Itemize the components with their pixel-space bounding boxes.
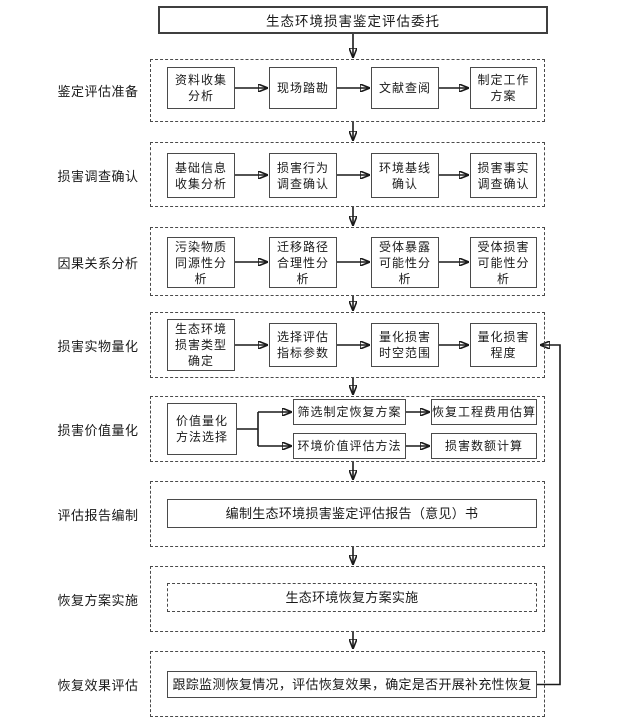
stage5-box-env-value-method: 环境价值评估方法 <box>293 433 406 459</box>
stage3-container <box>150 227 545 296</box>
stage1-box-work-plan: 制定工作 方案 <box>470 67 537 109</box>
stage2-box-basic-info: 基础信息 收集分析 <box>167 153 235 198</box>
stage5-box-restoration-cost: 恢复工程费用估算 <box>431 399 537 425</box>
stage5-box-restoration-plan: 筛选制定恢复方案 <box>293 399 406 425</box>
stage2-container <box>150 142 545 207</box>
stage3-label: 因果关系分析 <box>57 255 139 271</box>
stage1-label: 鉴定评估准备 <box>57 83 139 99</box>
stage2-box-baseline-confirm: 环境基线 确认 <box>371 153 439 198</box>
stage6-box-report-compilation: 编制生态环境损害鉴定评估报告（意见）书 <box>167 499 537 528</box>
stage4-box-quantify-scope: 量化损害 时空范围 <box>371 323 439 367</box>
stage7-container <box>150 566 545 632</box>
stage4-box-select-indicators: 选择评估 指标参数 <box>269 323 337 367</box>
commission-box-label: 生态环境损害鉴定评估委托 <box>266 14 440 29</box>
stage3-box-receptor-damage: 受体损害 可能性分 析 <box>470 237 537 288</box>
commission-box: 生态环境损害鉴定评估委托 <box>158 6 548 34</box>
stage2-box-damage-behavior: 损害行为 调查确认 <box>269 153 337 198</box>
stage4-box-damage-type: 生态环境 损害类型 确定 <box>167 319 235 371</box>
stage2-label: 损害调查确认 <box>57 168 139 184</box>
stage4-container <box>150 312 545 378</box>
stage4-box-quantify-degree: 量化损害 程度 <box>470 323 537 367</box>
stage3-box-receptor-exposure: 受体暴露 可能性分 析 <box>371 237 439 288</box>
stage7-box-restoration-implementation: 生态环境恢复方案实施 <box>167 583 537 612</box>
stage4-label: 损害实物量化 <box>57 338 139 354</box>
stage5-container <box>150 396 545 462</box>
stage7-label: 恢复方案实施 <box>57 592 139 608</box>
stage3-box-migration-path: 迁移路径 合理性分 析 <box>269 237 337 288</box>
stage6-container <box>150 481 545 547</box>
stage8-box-monitoring-evaluation: 跟踪监测恢复情况，评估恢复效果，确定是否开展补充性恢复 <box>167 671 537 698</box>
stage5-box-damage-amount: 损害数额计算 <box>431 433 537 459</box>
stage1-box-site-survey: 现场踏勘 <box>269 67 337 109</box>
stage8-container <box>150 651 545 717</box>
stage5-label: 损害价值量化 <box>57 422 139 438</box>
stage1-box-literature-review: 文献查阅 <box>371 67 439 109</box>
stage3-box-pollutant-homology: 污染物质 同源性分 析 <box>167 237 235 288</box>
stage8-label: 恢复效果评估 <box>57 677 139 693</box>
stage1-container <box>150 59 545 122</box>
stage1-box-data-collection: 资料收集 分析 <box>167 67 235 109</box>
stage6-label: 评估报告编制 <box>57 507 139 523</box>
stage5-box-valuation-method: 价值量化 方法选择 <box>167 403 237 455</box>
stage2-box-damage-fact: 损害事实 调查确认 <box>470 153 537 198</box>
